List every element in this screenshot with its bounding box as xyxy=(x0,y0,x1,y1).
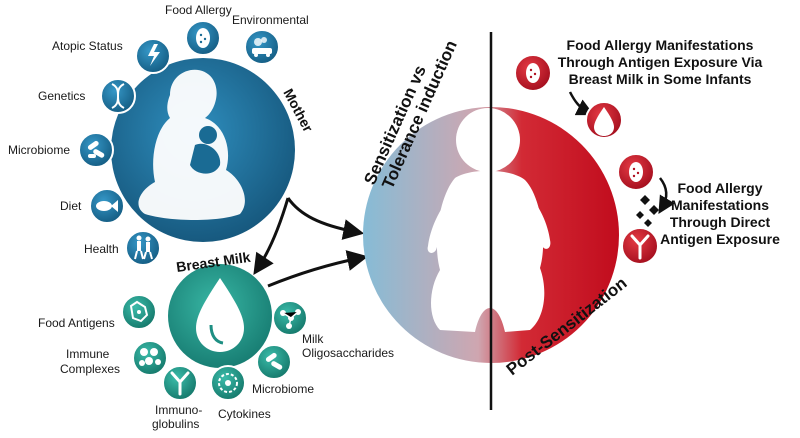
antibody-icon xyxy=(630,234,650,260)
mother-factor-label: Environmental xyxy=(232,13,309,27)
milk-component-label: Immuno- xyxy=(155,403,202,417)
red-milk-drop-badge xyxy=(585,101,623,139)
mother-factor-environmental: Environmental xyxy=(232,13,309,65)
milk-component-label: Microbiome xyxy=(252,382,314,396)
mother-factor-diet: Diet xyxy=(60,188,125,224)
red-peanut-badge-top xyxy=(514,54,552,92)
milk-exposure-line1: Food Allergy Manifestations xyxy=(567,37,754,53)
milk-component-label: Food Antigens xyxy=(38,316,115,330)
bacteria-icon xyxy=(87,140,105,158)
mother-factor-label: Food Allergy xyxy=(165,3,232,17)
milk-component-label-line2: globulins xyxy=(152,417,199,431)
lightning-hand-icon xyxy=(148,44,160,66)
direct-exposure-line3: Through Direct xyxy=(670,214,771,230)
walking-people-icon xyxy=(134,235,153,260)
mother-factor-microbiome: Microbiome xyxy=(8,132,114,168)
transfer-arrows xyxy=(253,197,369,288)
antibody-icon xyxy=(170,371,190,396)
cytokine-icon xyxy=(218,373,238,393)
direct-exposure-line4: Antigen Exposure xyxy=(660,231,780,247)
mother-factor-food-allergy: Food Allergy xyxy=(165,3,232,56)
mother-factor-label: Atopic Status xyxy=(52,39,123,53)
mother-factor-label: Genetics xyxy=(38,89,85,103)
mother-factor-label: Health xyxy=(84,242,119,256)
direct-exposure-outcome: Food Allergy Manifestations Through Dire… xyxy=(660,180,780,247)
milk-component-immunoglobulins: Immuno- globulins xyxy=(152,365,202,431)
milk-component-oligosaccharides: Milk Oligosaccharides xyxy=(272,300,394,360)
milk-exposure-line2: Through Antigen Exposure Via xyxy=(558,54,763,70)
direct-exposure-line2: Manifestations xyxy=(671,197,769,213)
milk-exposure-line3: Breast Milk in Some Infants xyxy=(569,71,752,87)
milk-exposure-outcome: Food Allergy Manifestations Through Anti… xyxy=(558,37,763,87)
milk-component-cytokines: Cytokines xyxy=(210,365,271,421)
milk-component-label: Immune xyxy=(66,347,110,361)
milk-component-microbiome: Microbiome xyxy=(252,344,314,396)
infant-silhouette xyxy=(427,108,551,332)
mother-factor-atopic-status: Atopic Status xyxy=(52,38,171,74)
milk-component-label-line2: Oligosaccharides xyxy=(302,346,394,360)
antigen-icon xyxy=(129,300,149,323)
direct-exposure-line1: Food Allergy xyxy=(677,180,762,196)
breast-milk-circle xyxy=(168,264,272,368)
bacteria-icon xyxy=(265,352,283,370)
oligosaccharide-icon xyxy=(280,309,301,329)
car-smog-icon xyxy=(252,37,272,57)
milk-component-label: Cytokines xyxy=(218,407,271,421)
peanut-icon xyxy=(526,63,540,83)
mother-factor-genetics: Genetics xyxy=(38,78,136,114)
fish-icon xyxy=(96,200,118,212)
red-antibody-badge xyxy=(621,227,659,265)
milk-exposure-arrow xyxy=(568,91,595,116)
mother-factor-health: Health xyxy=(84,230,161,266)
antigen-particles xyxy=(636,195,659,227)
milk-component-label-line2: Complexes xyxy=(60,362,120,376)
peanut-icon xyxy=(629,162,643,182)
mother-factor-label: Diet xyxy=(60,199,82,213)
milk-component-label: Milk xyxy=(302,332,324,346)
immune-complex-icon xyxy=(139,348,161,366)
dna-icon xyxy=(111,83,125,109)
milk-drop-icon xyxy=(594,107,614,136)
direct-exposure-arrow xyxy=(658,177,675,215)
peanut-icon xyxy=(196,28,210,48)
milk-component-food-antigens: Food Antigens xyxy=(38,294,157,330)
mother-circle xyxy=(111,58,295,242)
milk-drop-icon xyxy=(196,278,244,352)
milk-component-immune-complexes: Immune Complexes xyxy=(60,340,168,376)
red-peanut-badge-bottom xyxy=(617,153,655,191)
mother-factor-label: Microbiome xyxy=(8,143,70,157)
